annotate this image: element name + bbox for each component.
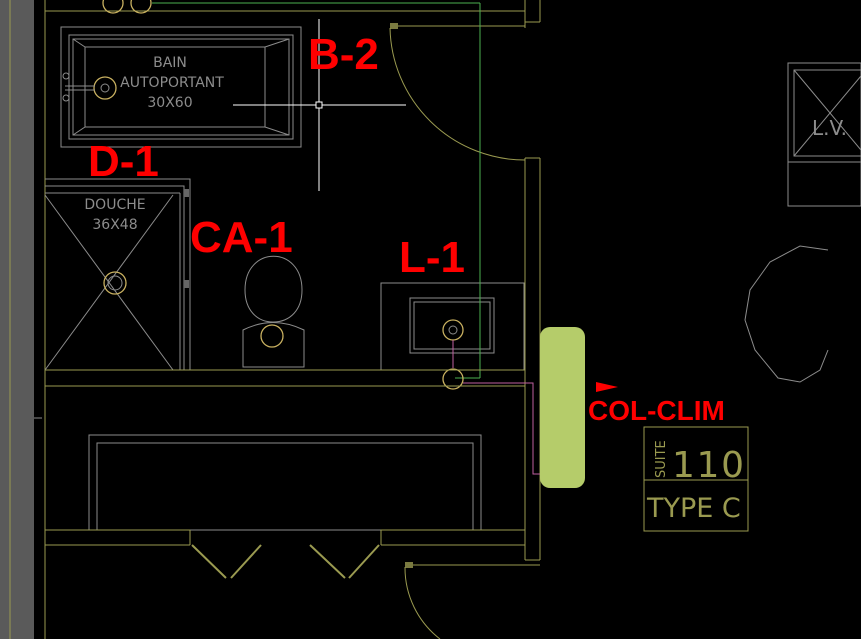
- drain-icon: [442, 319, 464, 341]
- tag-shower: D-1: [88, 137, 159, 186]
- drain-icon: [103, 271, 127, 295]
- drain-icon: [260, 324, 284, 348]
- toilet[interactable]: [242, 255, 305, 368]
- table-outline: [744, 245, 829, 383]
- duct-line: [463, 382, 540, 475]
- lv-unit[interactable]: L.V.: [787, 62, 861, 207]
- arrow-marker-icon: [596, 382, 618, 392]
- suite-type: TYPE C: [646, 493, 741, 524]
- column-clim[interactable]: [540, 327, 585, 488]
- suite-tag: SUITE 110 TYPE C: [643, 426, 749, 532]
- pipe-fitting-icon: [442, 368, 464, 390]
- suite-label: SUITE: [654, 440, 669, 478]
- pipe-fitting-icon: [102, 0, 124, 14]
- exterior-wall: [0, 0, 34, 639]
- tag-sink: L-1: [399, 233, 465, 282]
- drain-icon: [93, 76, 117, 100]
- bathtub[interactable]: BAIN AUTOPORTANT 30X60: [60, 26, 302, 148]
- suite-number: 110: [672, 445, 744, 486]
- tag-column: COL-CLIM: [588, 395, 725, 426]
- closet: [44, 434, 525, 579]
- door-swing: [404, 562, 540, 639]
- crosshair-cursor-icon: [233, 19, 406, 191]
- pipe-fitting-icon: [130, 0, 152, 14]
- shower-label-1: DOUCHE: [84, 197, 145, 213]
- lv-label: L.V.: [812, 116, 847, 140]
- shower[interactable]: DOUCHE 36X48: [44, 178, 191, 371]
- tag-bath: B-2: [308, 30, 379, 79]
- door-swing: [389, 23, 526, 161]
- wall-gap: [34, 0, 46, 418]
- shower-label-2: 36X48: [92, 217, 137, 233]
- bath-label-3: 30X60: [147, 95, 192, 111]
- bath-label-2: AUTOPORTANT: [120, 75, 224, 91]
- bath-label-1: BAIN: [153, 55, 187, 71]
- tag-toilet: CA-1: [190, 213, 293, 262]
